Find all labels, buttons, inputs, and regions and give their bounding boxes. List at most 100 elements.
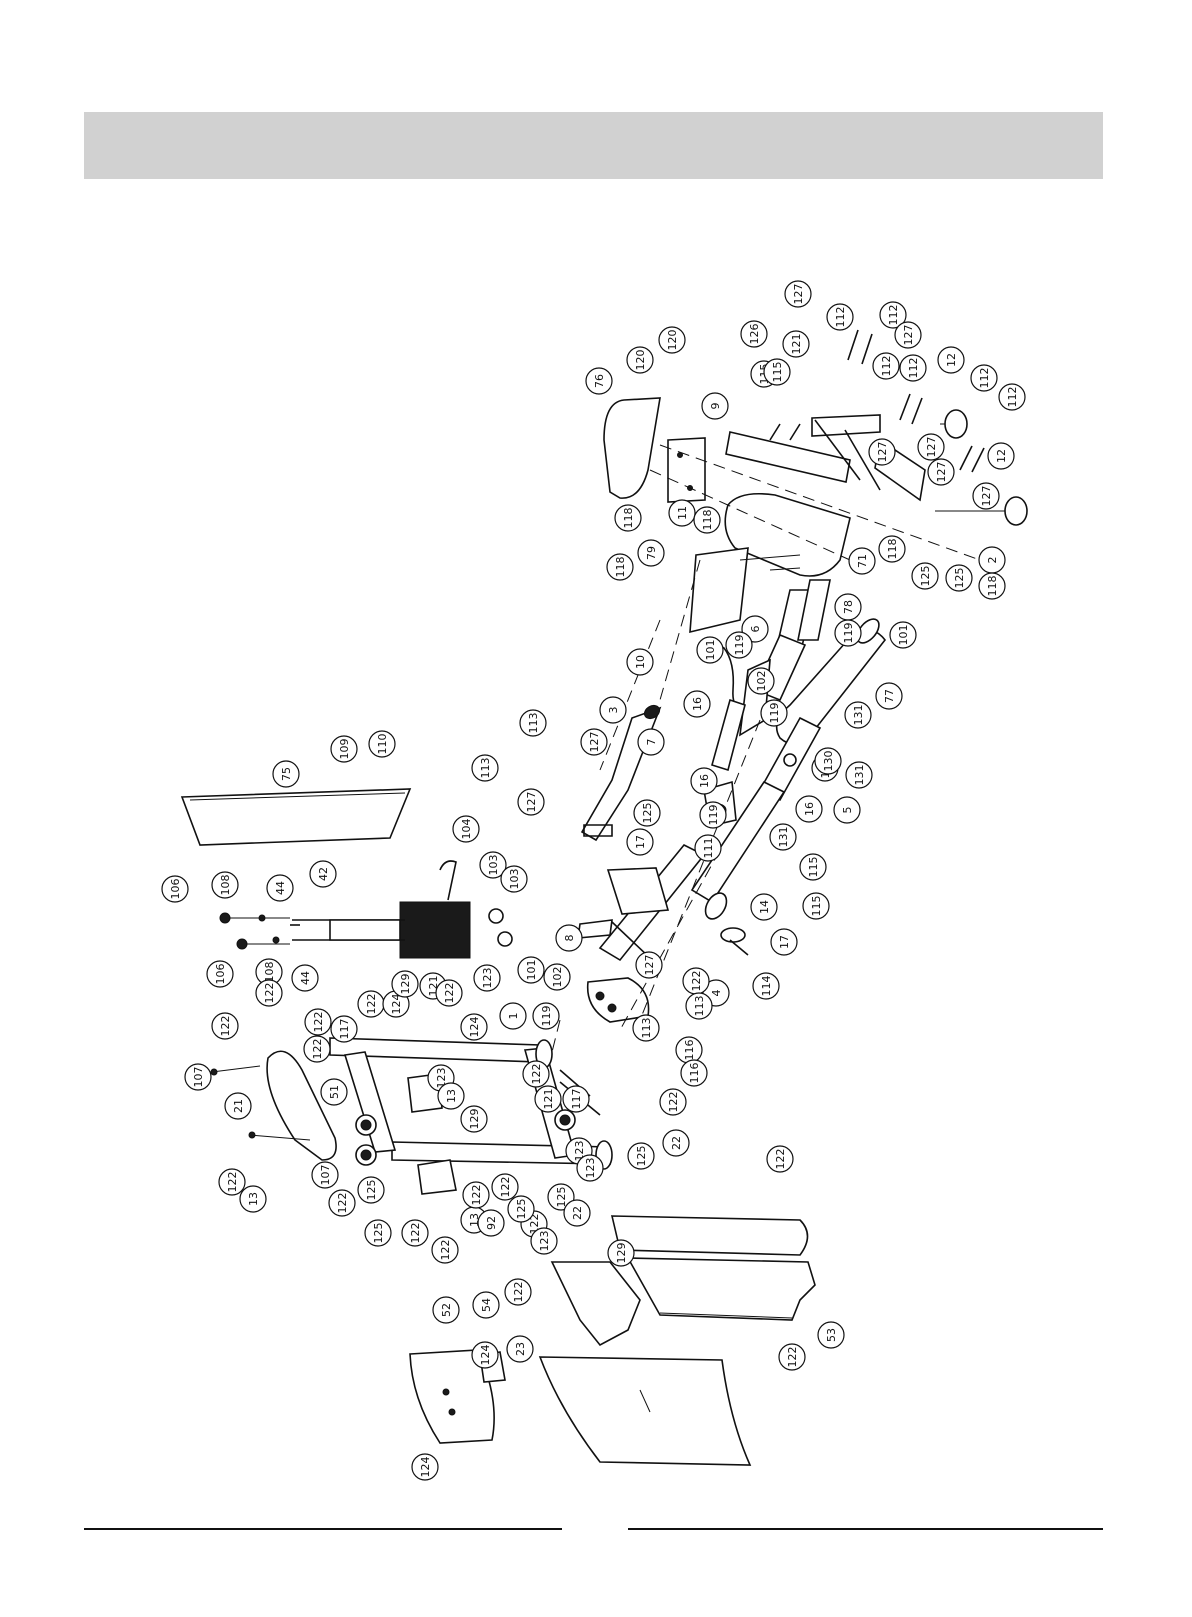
part-callout: 122	[522, 1060, 550, 1088]
callout-bubble	[272, 760, 300, 788]
callout-bubble	[927, 458, 955, 486]
callout-number: 121	[542, 1089, 555, 1110]
callout-number: 4	[710, 990, 723, 997]
part-callout: 112	[899, 354, 927, 382]
part-callout: 11	[668, 499, 696, 527]
part-callout: 104	[452, 815, 480, 843]
part-callout: 125	[633, 799, 661, 827]
callout-number: 127	[792, 284, 805, 305]
callout-number: 101	[525, 960, 538, 981]
callout-number: 125	[641, 803, 654, 824]
callout-number: 71	[856, 554, 869, 568]
part-callout: 125	[357, 1176, 385, 1204]
part-callout: 51	[320, 1078, 348, 1106]
callout-number: 127	[588, 732, 601, 753]
part-callout: 122	[435, 979, 463, 1007]
callout-bubble	[845, 761, 873, 789]
weight-stack-42	[219, 860, 513, 959]
callout-bubble	[814, 747, 842, 775]
callout-number: 22	[670, 1136, 683, 1150]
callout-bubble	[911, 562, 939, 590]
back-upright-79	[689, 547, 801, 634]
callout-bubble	[224, 1092, 252, 1120]
part-callout: 122	[491, 1173, 519, 1201]
part-callout: 119	[834, 619, 862, 647]
callout-number: 9	[709, 403, 722, 410]
callout-bubble	[291, 964, 319, 992]
callout-number: 77	[883, 689, 896, 703]
part-callout: 122	[401, 1219, 429, 1247]
callout-bubble	[471, 1341, 499, 1369]
callout-number: 7	[645, 739, 658, 746]
callout-bubble	[477, 1209, 505, 1237]
part-callout: 129	[460, 1105, 488, 1133]
part-callout: 101	[517, 956, 545, 984]
callout-bubble	[500, 865, 528, 893]
callout-bubble	[543, 963, 571, 991]
callout-bubble	[239, 1185, 267, 1213]
part-callout: 113	[632, 1014, 660, 1042]
callout-number: 12	[995, 449, 1008, 463]
callout-bubble	[945, 564, 973, 592]
callout-number: 16	[803, 802, 816, 816]
top-cover-75	[180, 788, 412, 846]
callout-bubble	[330, 1015, 358, 1043]
part-callout: 110	[368, 730, 396, 758]
part-callout: 118	[978, 572, 1006, 600]
callout-number: 122	[409, 1223, 422, 1244]
callout-bubble	[769, 823, 797, 851]
callout-number: 117	[570, 1089, 583, 1110]
callout-bubble	[760, 699, 788, 727]
callout-bubble	[626, 346, 654, 374]
part-callout: 125	[911, 562, 939, 590]
callout-bubble	[998, 383, 1026, 411]
part-callout: 127	[635, 951, 663, 979]
callout-bubble	[635, 951, 663, 979]
part-callout: 92	[477, 1209, 505, 1237]
callout-number: 122	[263, 983, 276, 1004]
callout-number: 104	[460, 819, 473, 840]
shroud-54	[626, 1257, 816, 1321]
callout-number: 118	[701, 510, 714, 531]
part-callout: 12	[937, 346, 965, 374]
part-callout: 131	[769, 823, 797, 851]
callout-bubble	[658, 326, 686, 354]
part-callout: 111	[694, 834, 722, 862]
callout-bubble	[987, 442, 1015, 470]
part-callout: 122	[431, 1236, 459, 1264]
callout-number: 114	[760, 976, 773, 997]
part-callout: 117	[562, 1085, 590, 1113]
callout-bubble	[303, 1035, 331, 1063]
callout-number: 53	[825, 1328, 838, 1342]
callout-number: 125	[919, 566, 932, 587]
callout-number: 21	[232, 1099, 245, 1113]
seat-pad-71	[724, 492, 851, 577]
part-callout: 103	[500, 865, 528, 893]
callout-bubble	[211, 871, 239, 899]
callout-bubble	[320, 1078, 348, 1106]
callout-number: 119	[540, 1006, 553, 1027]
callout-number: 23	[514, 1342, 527, 1356]
callout-bubble	[437, 1082, 465, 1110]
callout-bubble	[460, 1105, 488, 1133]
callout-number: 122	[226, 1172, 239, 1193]
part-callout: 125	[945, 564, 973, 592]
callout-bubble	[894, 321, 922, 349]
footer-rule-right	[628, 1528, 1103, 1530]
callout-bubble	[778, 1343, 806, 1371]
callout-number: 52	[440, 1303, 453, 1317]
callout-bubble	[833, 796, 861, 824]
footer-rule-left	[84, 1528, 562, 1530]
callout-number: 14	[758, 900, 771, 914]
callout-bubble	[562, 1085, 590, 1113]
callout-bubble	[411, 1453, 439, 1481]
callout-number: 122	[499, 1177, 512, 1198]
part-callout: 75	[272, 760, 300, 788]
part-callout: 77	[875, 682, 903, 710]
part-callout: 22	[563, 1199, 591, 1227]
callout-number: 124	[468, 1017, 481, 1038]
callout-number: 108	[219, 875, 232, 896]
part-callout: 122	[778, 1343, 806, 1371]
callout-bubble	[659, 1088, 687, 1116]
callout-bubble	[432, 1296, 460, 1324]
